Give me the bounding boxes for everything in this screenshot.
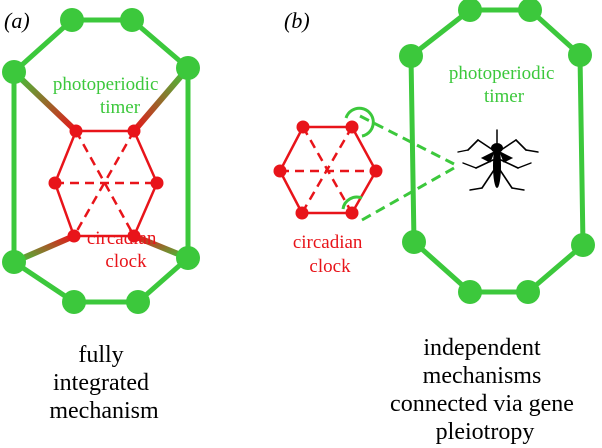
panel-b-timer-label: photoperiodic timer bbox=[449, 63, 559, 107]
panel-b: (b) photoperiodic timer bbox=[273, 0, 595, 445]
panel-a-clock-label: circadian clock bbox=[87, 228, 161, 272]
mosquito-icon bbox=[457, 129, 539, 191]
panel-b-caption: independent mechanisms connected via gen… bbox=[390, 335, 580, 445]
panel-b-pleiotropy-links bbox=[341, 106, 455, 222]
panel-b-clock-hexagon bbox=[273, 120, 383, 220]
panel-a-timer-ring bbox=[2, 8, 200, 314]
panel-a-timer-label: photoperiodic timer bbox=[53, 74, 163, 118]
panel-b-timer-ring bbox=[399, 0, 595, 304]
panel-b-clock-label: circadian clock bbox=[293, 232, 367, 277]
panel-b-label: (b) bbox=[284, 8, 310, 33]
panel-a-caption: fully integrated mechanism bbox=[49, 342, 159, 424]
panel-a-label: (a) bbox=[4, 8, 30, 33]
panel-a-clock-hexagon bbox=[48, 124, 164, 243]
panel-a: (a) bbox=[2, 8, 200, 424]
